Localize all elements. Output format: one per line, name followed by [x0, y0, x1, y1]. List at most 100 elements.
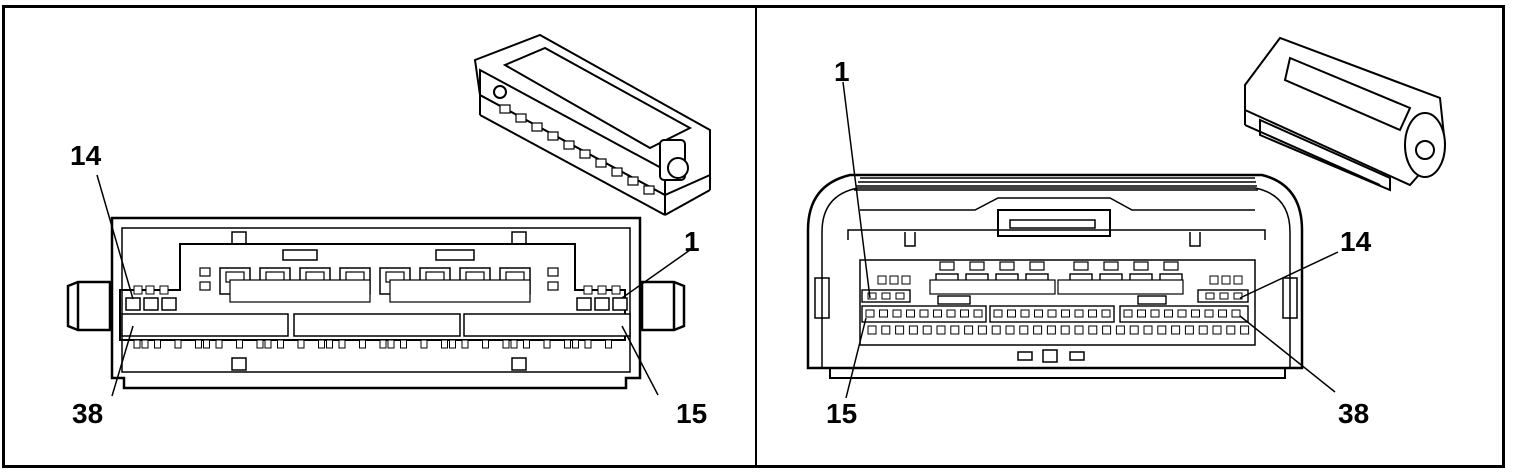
left-small-mark	[195, 339, 202, 349]
right-small-mark	[1171, 325, 1181, 335]
right-pin	[1034, 309, 1043, 318]
right-pin	[1047, 309, 1057, 318]
left-label-pin-15: 15	[676, 398, 708, 429]
left-small-mark	[133, 339, 141, 349]
right-upper-cavity-top	[1163, 261, 1179, 271]
left-pin	[612, 297, 628, 311]
right-small-mark	[950, 325, 960, 335]
right-upper-cavity-top	[939, 261, 955, 271]
left-small-mark	[400, 339, 407, 349]
left-pin	[161, 297, 177, 311]
left-iso-pin	[595, 158, 607, 168]
right-pin	[1088, 309, 1097, 318]
left-small-mark	[236, 339, 243, 349]
right-pin	[1205, 292, 1215, 300]
left-pin-group-frame	[121, 313, 289, 337]
left-small-mark	[318, 339, 325, 349]
left-iso-pin	[643, 185, 655, 195]
left-connector-iso-view	[473, 33, 711, 216]
left-connector-panel	[66, 33, 711, 397]
left-iso-pin	[611, 167, 623, 177]
right-pin	[1191, 309, 1200, 318]
right-connector-iso-view	[1244, 36, 1447, 192]
right-pin	[1177, 309, 1187, 318]
right-pin	[1233, 292, 1243, 300]
right-pin	[973, 309, 983, 318]
right-pin	[895, 292, 905, 300]
right-upper-cavity-top	[969, 261, 985, 271]
left-leader-lines	[96, 174, 691, 397]
left-small-mark	[203, 339, 210, 349]
left-upper-cavity-frame	[389, 279, 531, 303]
left-small-mark	[145, 285, 155, 295]
right-key-mark	[1137, 295, 1167, 305]
left-small-mark	[338, 339, 346, 349]
left-iso-pin	[627, 176, 639, 186]
left-label-pin-38: 38	[72, 398, 104, 429]
right-pin	[906, 309, 915, 318]
left-small-mark	[215, 339, 223, 349]
left-label-pin-1: 1	[684, 226, 700, 257]
left-iso-pin	[515, 113, 527, 123]
right-small-mark	[1157, 325, 1167, 335]
left-small-mark	[583, 285, 593, 295]
right-pin	[1218, 309, 1227, 318]
left-small-mark	[611, 285, 621, 295]
left-small-mark	[420, 339, 428, 349]
left-latch-mark	[199, 267, 211, 277]
left-small-mark	[502, 339, 510, 349]
right-small-mark	[1005, 325, 1015, 335]
right-pin	[1123, 309, 1133, 318]
right-pin	[1150, 309, 1160, 318]
left-iso-pin	[579, 149, 591, 159]
left-small-mark	[543, 339, 551, 349]
right-pin	[879, 309, 888, 318]
right-small-mark	[1184, 325, 1194, 335]
left-small-mark	[523, 339, 530, 349]
right-pin	[881, 292, 891, 300]
right-small-mark	[1088, 325, 1098, 335]
right-connector-panel	[806, 36, 1447, 399]
right-small-mark	[895, 325, 905, 335]
left-iso-pin-row	[499, 104, 655, 195]
right-leader-lines	[842, 81, 1339, 399]
left-small-mark	[441, 339, 448, 349]
right-small-mark	[1019, 325, 1029, 335]
right-key-mark	[937, 295, 971, 305]
right-small-marks	[867, 275, 1250, 335]
right-upper-cavity-frame	[1057, 279, 1184, 295]
right-small-mark	[901, 275, 911, 285]
left-small-mark	[174, 339, 182, 349]
right-pin	[867, 292, 877, 300]
left-small-mark	[359, 339, 366, 349]
left-iso-pin	[531, 122, 543, 132]
right-label-pin-14: 14	[1340, 226, 1372, 257]
right-pin	[1204, 309, 1214, 318]
left-pin-row-15-38	[121, 313, 631, 337]
right-small-mark	[936, 325, 946, 335]
right-small-mark	[1033, 325, 1043, 335]
left-small-mark	[379, 339, 387, 349]
left-small-mark	[564, 339, 571, 349]
left-label-pin-14: 14	[70, 140, 102, 171]
left-pin	[143, 297, 159, 311]
right-pin	[1007, 309, 1016, 318]
right-pin	[960, 309, 969, 318]
right-small-mark	[977, 325, 987, 335]
right-small-mark	[877, 275, 887, 285]
left-small-mark	[510, 339, 518, 349]
right-small-mark	[1102, 325, 1112, 335]
right-pin	[1020, 309, 1030, 318]
right-small-mark	[889, 275, 899, 285]
right-upper-cavity-frame	[929, 279, 1056, 295]
right-small-mark	[867, 325, 877, 335]
right-pin	[892, 309, 902, 318]
left-small-mark	[387, 339, 395, 349]
right-pin	[1074, 309, 1084, 318]
right-pin	[1219, 292, 1229, 300]
right-pin	[1101, 309, 1111, 318]
right-connector-face	[806, 173, 1304, 379]
right-pin	[865, 309, 875, 318]
left-latch-mark	[547, 281, 559, 291]
